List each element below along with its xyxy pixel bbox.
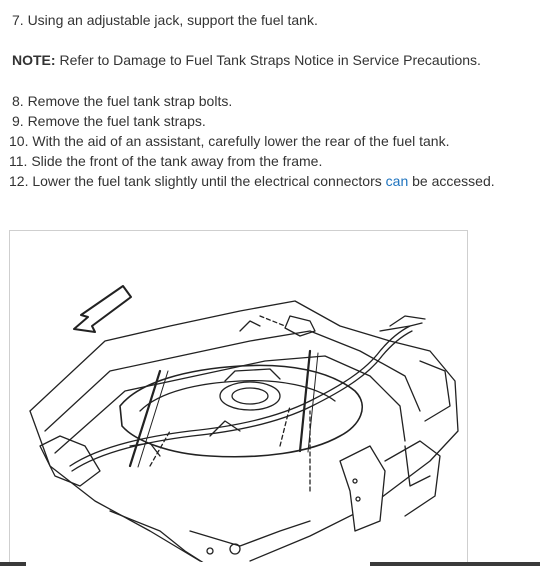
step-12-text-end: be accessed.: [408, 173, 495, 189]
step-12-text: 12. Lower the fuel tank slightly until t…: [9, 173, 386, 189]
bottom-divider-gap: [26, 562, 370, 566]
step-9: 9. Remove the fuel tank straps.: [12, 113, 206, 129]
forward-arrow-icon: [73, 285, 132, 333]
step-12: 12. Lower the fuel tank slightly until t…: [9, 172, 495, 190]
fuel-tank-illustration: [9, 230, 468, 566]
step-8: 8. Remove the fuel tank strap bolts.: [12, 93, 233, 109]
note-text: Refer to Damage to Fuel Tank Straps Noti…: [55, 52, 481, 68]
step-11: 11. Slide the front of the tank away fro…: [9, 153, 323, 169]
note-label: NOTE:: [12, 52, 56, 68]
step-7: 7. Using an adjustable jack, support the…: [12, 12, 318, 28]
note: NOTE: Refer to Damage to Fuel Tank Strap…: [12, 51, 481, 69]
step-10: 10. With the aid of an assistant, carefu…: [9, 133, 450, 149]
step-12-link[interactable]: can: [385, 173, 409, 189]
